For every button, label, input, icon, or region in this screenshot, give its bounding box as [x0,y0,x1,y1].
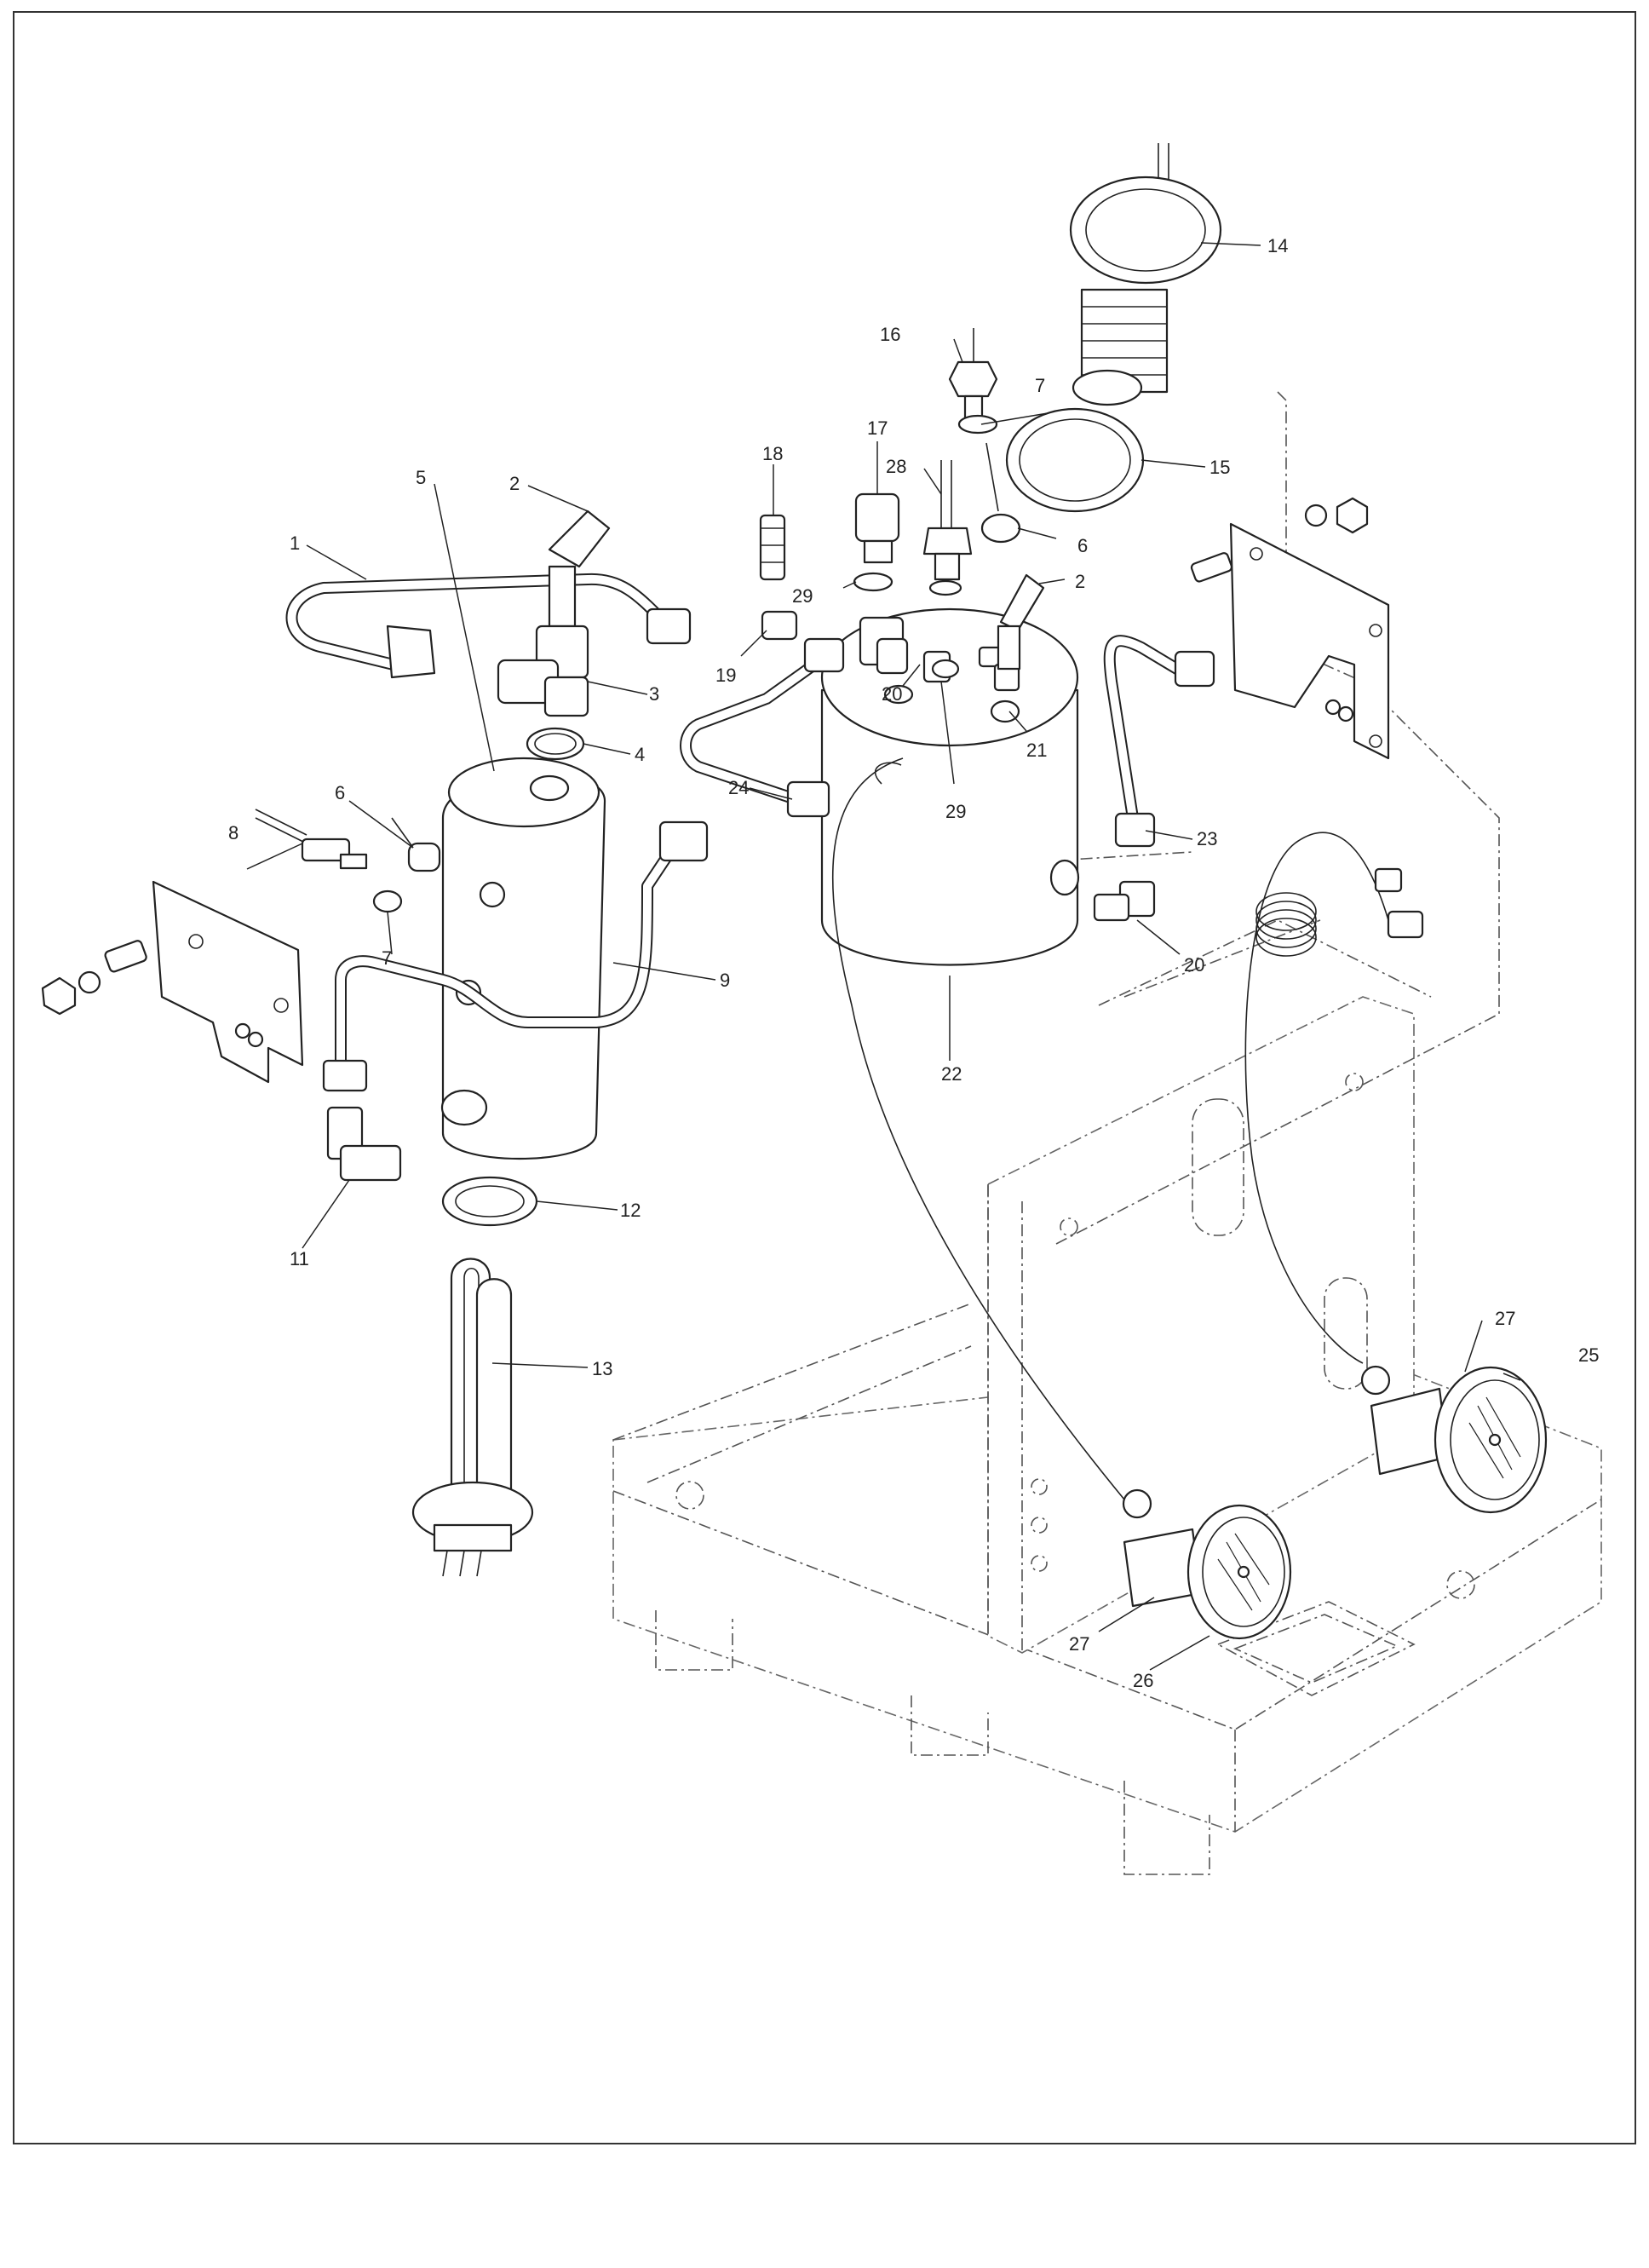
bolt-and-nuts-right [1190,497,1369,583]
heating-element-14 [1069,143,1222,406]
callout-14: 14 [1267,235,1288,256]
coil [1255,892,1317,957]
callout-21: 21 [1026,740,1047,761]
capillary-tube-26 [831,757,1125,1500]
sensor-6-left [391,817,441,872]
callout-1: 1 [290,532,300,554]
callout-16: 16 [880,324,900,345]
page-border [13,11,1636,2144]
probe-8 [255,809,368,870]
pipe-23 [1103,635,1215,848]
callout-2-right: 2 [1075,571,1085,592]
callout-11: 11 [290,1248,309,1269]
valve-18 [759,514,786,581]
callout-6-right: 6 [1077,535,1088,556]
callout-29-bottom: 29 [945,801,966,822]
callout-27-right: 27 [1495,1308,1515,1329]
callout-18: 18 [762,443,783,464]
callout-4: 4 [635,744,645,765]
callout-19: 19 [715,665,736,686]
callout-labels: 1 2 2 3 4 5 6 6 7 7 8 9 11 12 13 14 15 1… [228,235,1599,1691]
pipe-1 [285,573,692,679]
gauge-25 [1360,1365,1548,1514]
elbow-11 [326,1106,402,1182]
washer-29 [853,572,893,592]
fittings-top [859,573,1045,723]
callout-24: 24 [728,777,749,798]
elbow-19 [761,610,798,641]
callout-15: 15 [1209,457,1230,478]
callout-29-left: 29 [792,585,813,607]
callout-27-bottom: 27 [1069,1633,1089,1655]
callout-7-right: 7 [1035,375,1045,396]
callout-22: 22 [941,1063,962,1085]
elbow-2-left [548,509,611,628]
callout-5: 5 [416,467,426,488]
capillary-tube-25 [1244,832,1389,1364]
washer-7-left [372,889,403,913]
machine-frame [612,391,1602,1875]
main-boiler-group [680,143,1424,1500]
bolt-and-nuts-left [41,940,147,1016]
gasket-15 [1005,407,1145,513]
probe-16 [948,328,998,423]
callout-20-right: 20 [1184,954,1204,976]
elbow-20-right [1093,880,1156,922]
callout-26: 26 [1133,1670,1153,1691]
callout-2-left: 2 [509,473,520,494]
callout-3: 3 [649,683,659,705]
boiler-5 [440,757,606,1160]
sensor-6-right [980,442,1021,544]
callout-25: 25 [1578,1344,1599,1366]
callout-28: 28 [886,456,906,477]
sensor-28 [922,460,973,596]
pipe-24 [680,637,845,818]
callout-13: 13 [592,1358,612,1379]
washer-7-right [957,414,998,435]
small-boiler-group [41,509,709,1577]
callout-7-left: 7 [382,947,392,969]
tee-3 [497,625,589,717]
callout-9: 9 [720,970,730,991]
callout-23: 23 [1197,828,1217,849]
leader-lines [246,242,1521,1671]
callout-17: 17 [867,417,888,439]
gasket-12 [441,1176,538,1227]
heating-element-13 [411,1258,534,1577]
pipe-9 [322,820,709,1092]
bracket-right [1229,522,1390,760]
gauge-26 [1122,1488,1292,1640]
callout-8: 8 [228,822,238,843]
bracket-left [152,880,304,1084]
callout-6-left: 6 [335,782,345,803]
safety-valve-17 [854,492,900,564]
callout-20-top: 20 [882,683,902,705]
callout-12: 12 [620,1200,641,1221]
